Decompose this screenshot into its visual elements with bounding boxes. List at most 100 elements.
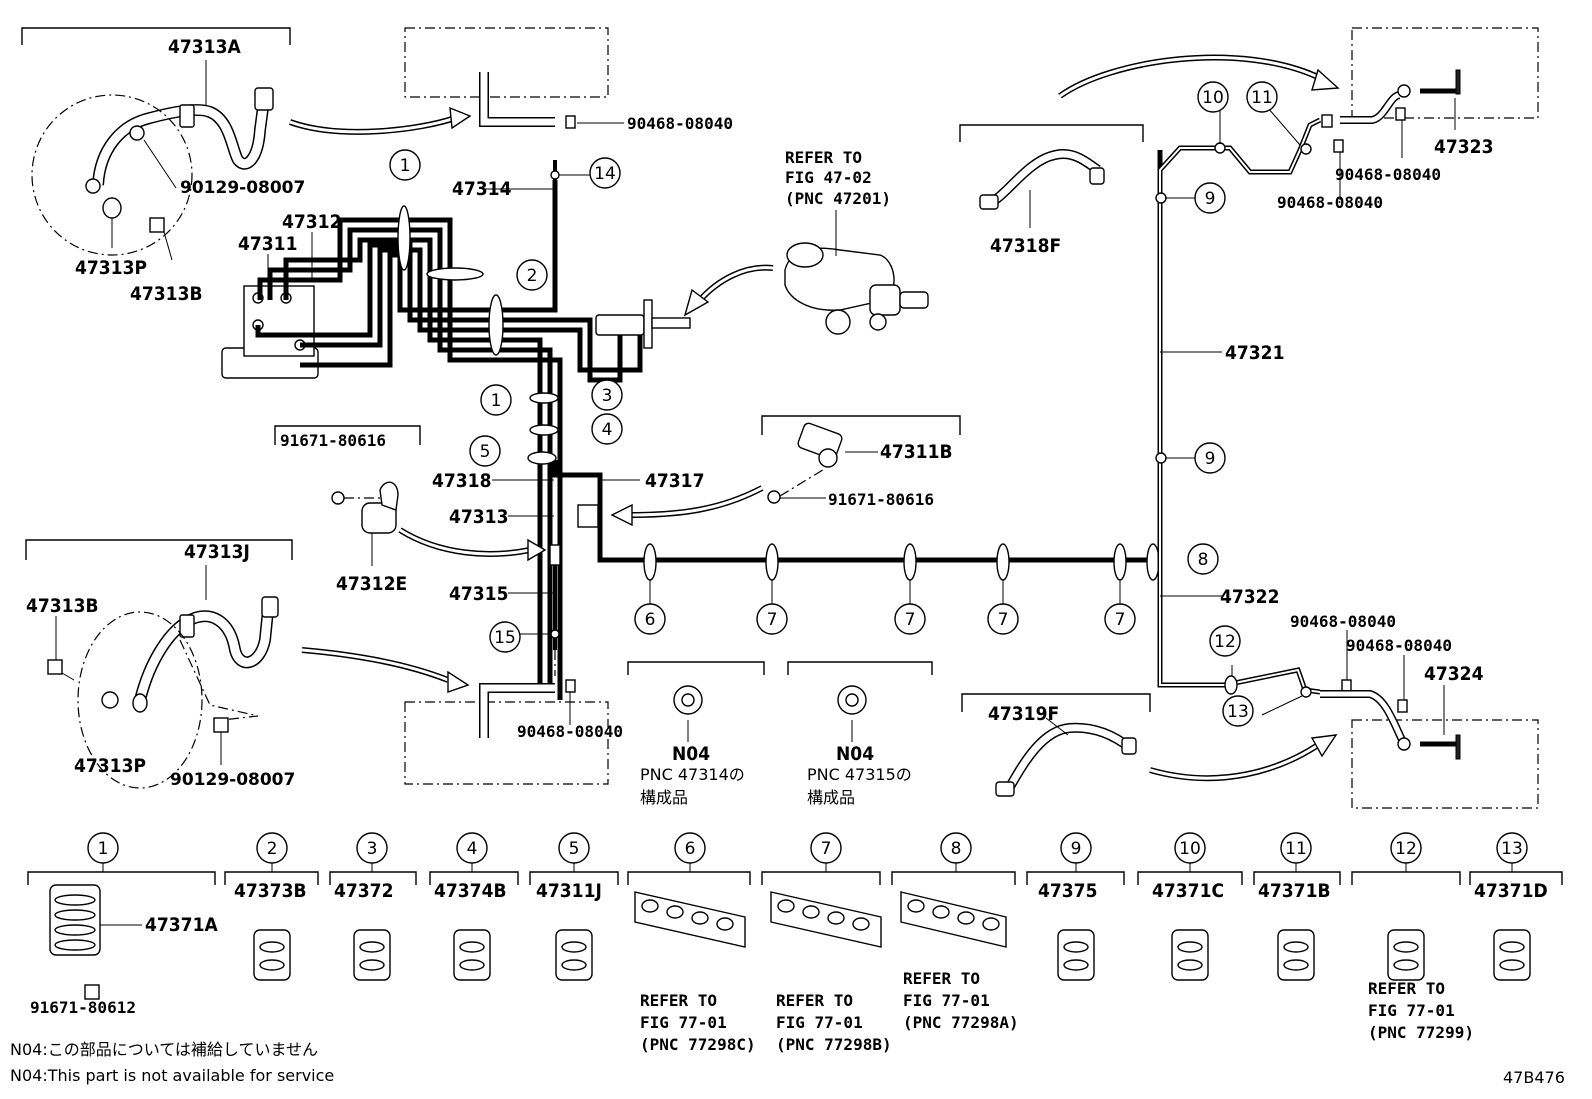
- legend-part-label: 47371C: [1152, 880, 1224, 902]
- label-ref8-3: (PNC 77298A): [903, 1013, 1019, 1032]
- callout-circle-13: 13: [1222, 695, 1254, 727]
- legend-part-label: 47374B: [434, 880, 507, 902]
- callout-number: 14: [594, 164, 616, 184]
- label-ref6-2: FIG 77-01: [640, 1013, 727, 1032]
- callout-number: 7: [767, 610, 778, 630]
- callout-number: 12: [1214, 632, 1236, 652]
- label-47311: 47311: [238, 233, 297, 255]
- footnote-en: N04:This part is not available for servi…: [10, 1066, 334, 1085]
- label-ref8-2: FIG 77-01: [903, 991, 990, 1010]
- callout-circle-8: 8: [1187, 543, 1219, 575]
- legend-item-8: 8: [891, 832, 1016, 948]
- callout-number: 7: [998, 610, 1009, 630]
- legend-item-7: 7: [761, 832, 882, 948]
- label-47323: 47323: [1434, 136, 1493, 158]
- legend-item-6: 6: [627, 832, 751, 948]
- callout-circle-9: 9: [1194, 182, 1226, 214]
- legend-number: 5: [569, 839, 580, 859]
- label-47313A: 47313A: [168, 36, 241, 58]
- label-kouseihin-b: 構成品: [807, 788, 855, 807]
- legend-item-1: 1 47371A: [27, 832, 218, 1000]
- label-90129-08007-bottom: 90129-08007: [170, 770, 295, 790]
- label-90468-08040-bottom: 90468-08040: [517, 722, 623, 741]
- label-47321: 47321: [1225, 342, 1284, 364]
- label-47324: 47324: [1424, 663, 1484, 685]
- callout-number: 9: [1205, 449, 1216, 469]
- label-ref7-1: REFER TO: [776, 991, 853, 1010]
- legend-item-12: 12: [1351, 832, 1461, 981]
- callout-circle-15: 15: [489, 621, 521, 653]
- label-47315: 47315: [449, 583, 508, 605]
- callout-circle-10: 10: [1197, 81, 1229, 113]
- label-47313B-bottom: 47313B: [26, 595, 99, 617]
- callout-circle-7: 7: [894, 603, 926, 635]
- callout-circle-3: 3: [591, 379, 623, 411]
- label-47312: 47312: [282, 211, 341, 233]
- label-47313P-bottom: 47313P: [74, 755, 146, 777]
- legend-number: 2: [267, 839, 278, 859]
- label-ref6-1: REFER TO: [640, 991, 717, 1010]
- label-kouseihin-a: 構成品: [640, 788, 688, 807]
- label-N04-b: N04: [836, 743, 874, 765]
- label-47313J: 47313J: [184, 541, 250, 563]
- label-90129-08007-top: 90129-08007: [180, 178, 305, 198]
- clamp-6: [643, 543, 657, 581]
- legend-part-label: 47371D: [1474, 880, 1548, 902]
- legend-number: 10: [1179, 839, 1201, 859]
- clamp-1-upper: [397, 205, 411, 271]
- clamp-2: [426, 267, 484, 281]
- legend-part-label: 47311J: [536, 880, 602, 902]
- callout-circle-7: 7: [987, 603, 1019, 635]
- legend-number: 9: [1071, 839, 1082, 859]
- label-91671-80612: 91671-80612: [30, 998, 136, 1017]
- label-47319F: 47319F: [988, 703, 1059, 725]
- junction-block: [577, 504, 599, 528]
- clamp-7d: [1113, 543, 1127, 581]
- clamp-8: [1146, 543, 1160, 581]
- callout-circle-1: 1: [480, 384, 512, 416]
- label-47317: 47317: [645, 470, 704, 492]
- legend-item-5: 5 47311J: [529, 832, 619, 981]
- callout-circle-9: 9: [1194, 442, 1226, 474]
- callout-number: 2: [527, 266, 538, 286]
- clamp-3: [529, 392, 559, 404]
- drawing-id: 47B476: [1503, 1068, 1565, 1087]
- legend-number: 4: [467, 839, 478, 859]
- legend-number: 12: [1395, 839, 1417, 859]
- clamp-1-lower: [488, 294, 504, 356]
- callout-circle-2: 2: [516, 259, 548, 291]
- label-90468-08040-rb2: 90468-08040: [1346, 636, 1452, 655]
- tube-bundle: [255, 150, 1163, 700]
- callout-circle-6: 6: [634, 603, 666, 635]
- callout-number: 7: [905, 610, 916, 630]
- legend-number: 13: [1501, 839, 1523, 859]
- label-47312E: 47312E: [336, 573, 407, 595]
- clamp-7b: [903, 543, 917, 581]
- legend-number: 1: [98, 839, 109, 859]
- legend-number: 6: [685, 839, 696, 859]
- callout-number: 10: [1202, 88, 1224, 108]
- label-47322: 47322: [1220, 586, 1279, 608]
- label-refer-to-2: FIG 47-02: [785, 168, 872, 187]
- callout-circle-14: 14: [589, 157, 621, 189]
- label-47313B-top: 47313B: [130, 283, 203, 305]
- hose-47313A-group: [21, 27, 291, 261]
- callout-circle-7: 7: [756, 603, 788, 635]
- label-ref12-1: REFER TO: [1368, 979, 1445, 998]
- label-47314: 47314: [452, 178, 512, 200]
- label-47313P-top: 47313P: [75, 257, 147, 279]
- label-47311B: 47311B: [880, 441, 953, 463]
- label-91671-80616-mid: 91671-80616: [828, 490, 934, 509]
- callout-circle-7: 7: [1104, 603, 1136, 635]
- legend-part-label: 47373B: [234, 880, 307, 902]
- callout-number: 6: [645, 610, 656, 630]
- legend-part-label: 47372: [334, 880, 393, 902]
- legend-part-label: 47371A: [145, 914, 218, 936]
- callout-number: 9: [1205, 189, 1216, 209]
- bracket-47311B: [797, 422, 843, 468]
